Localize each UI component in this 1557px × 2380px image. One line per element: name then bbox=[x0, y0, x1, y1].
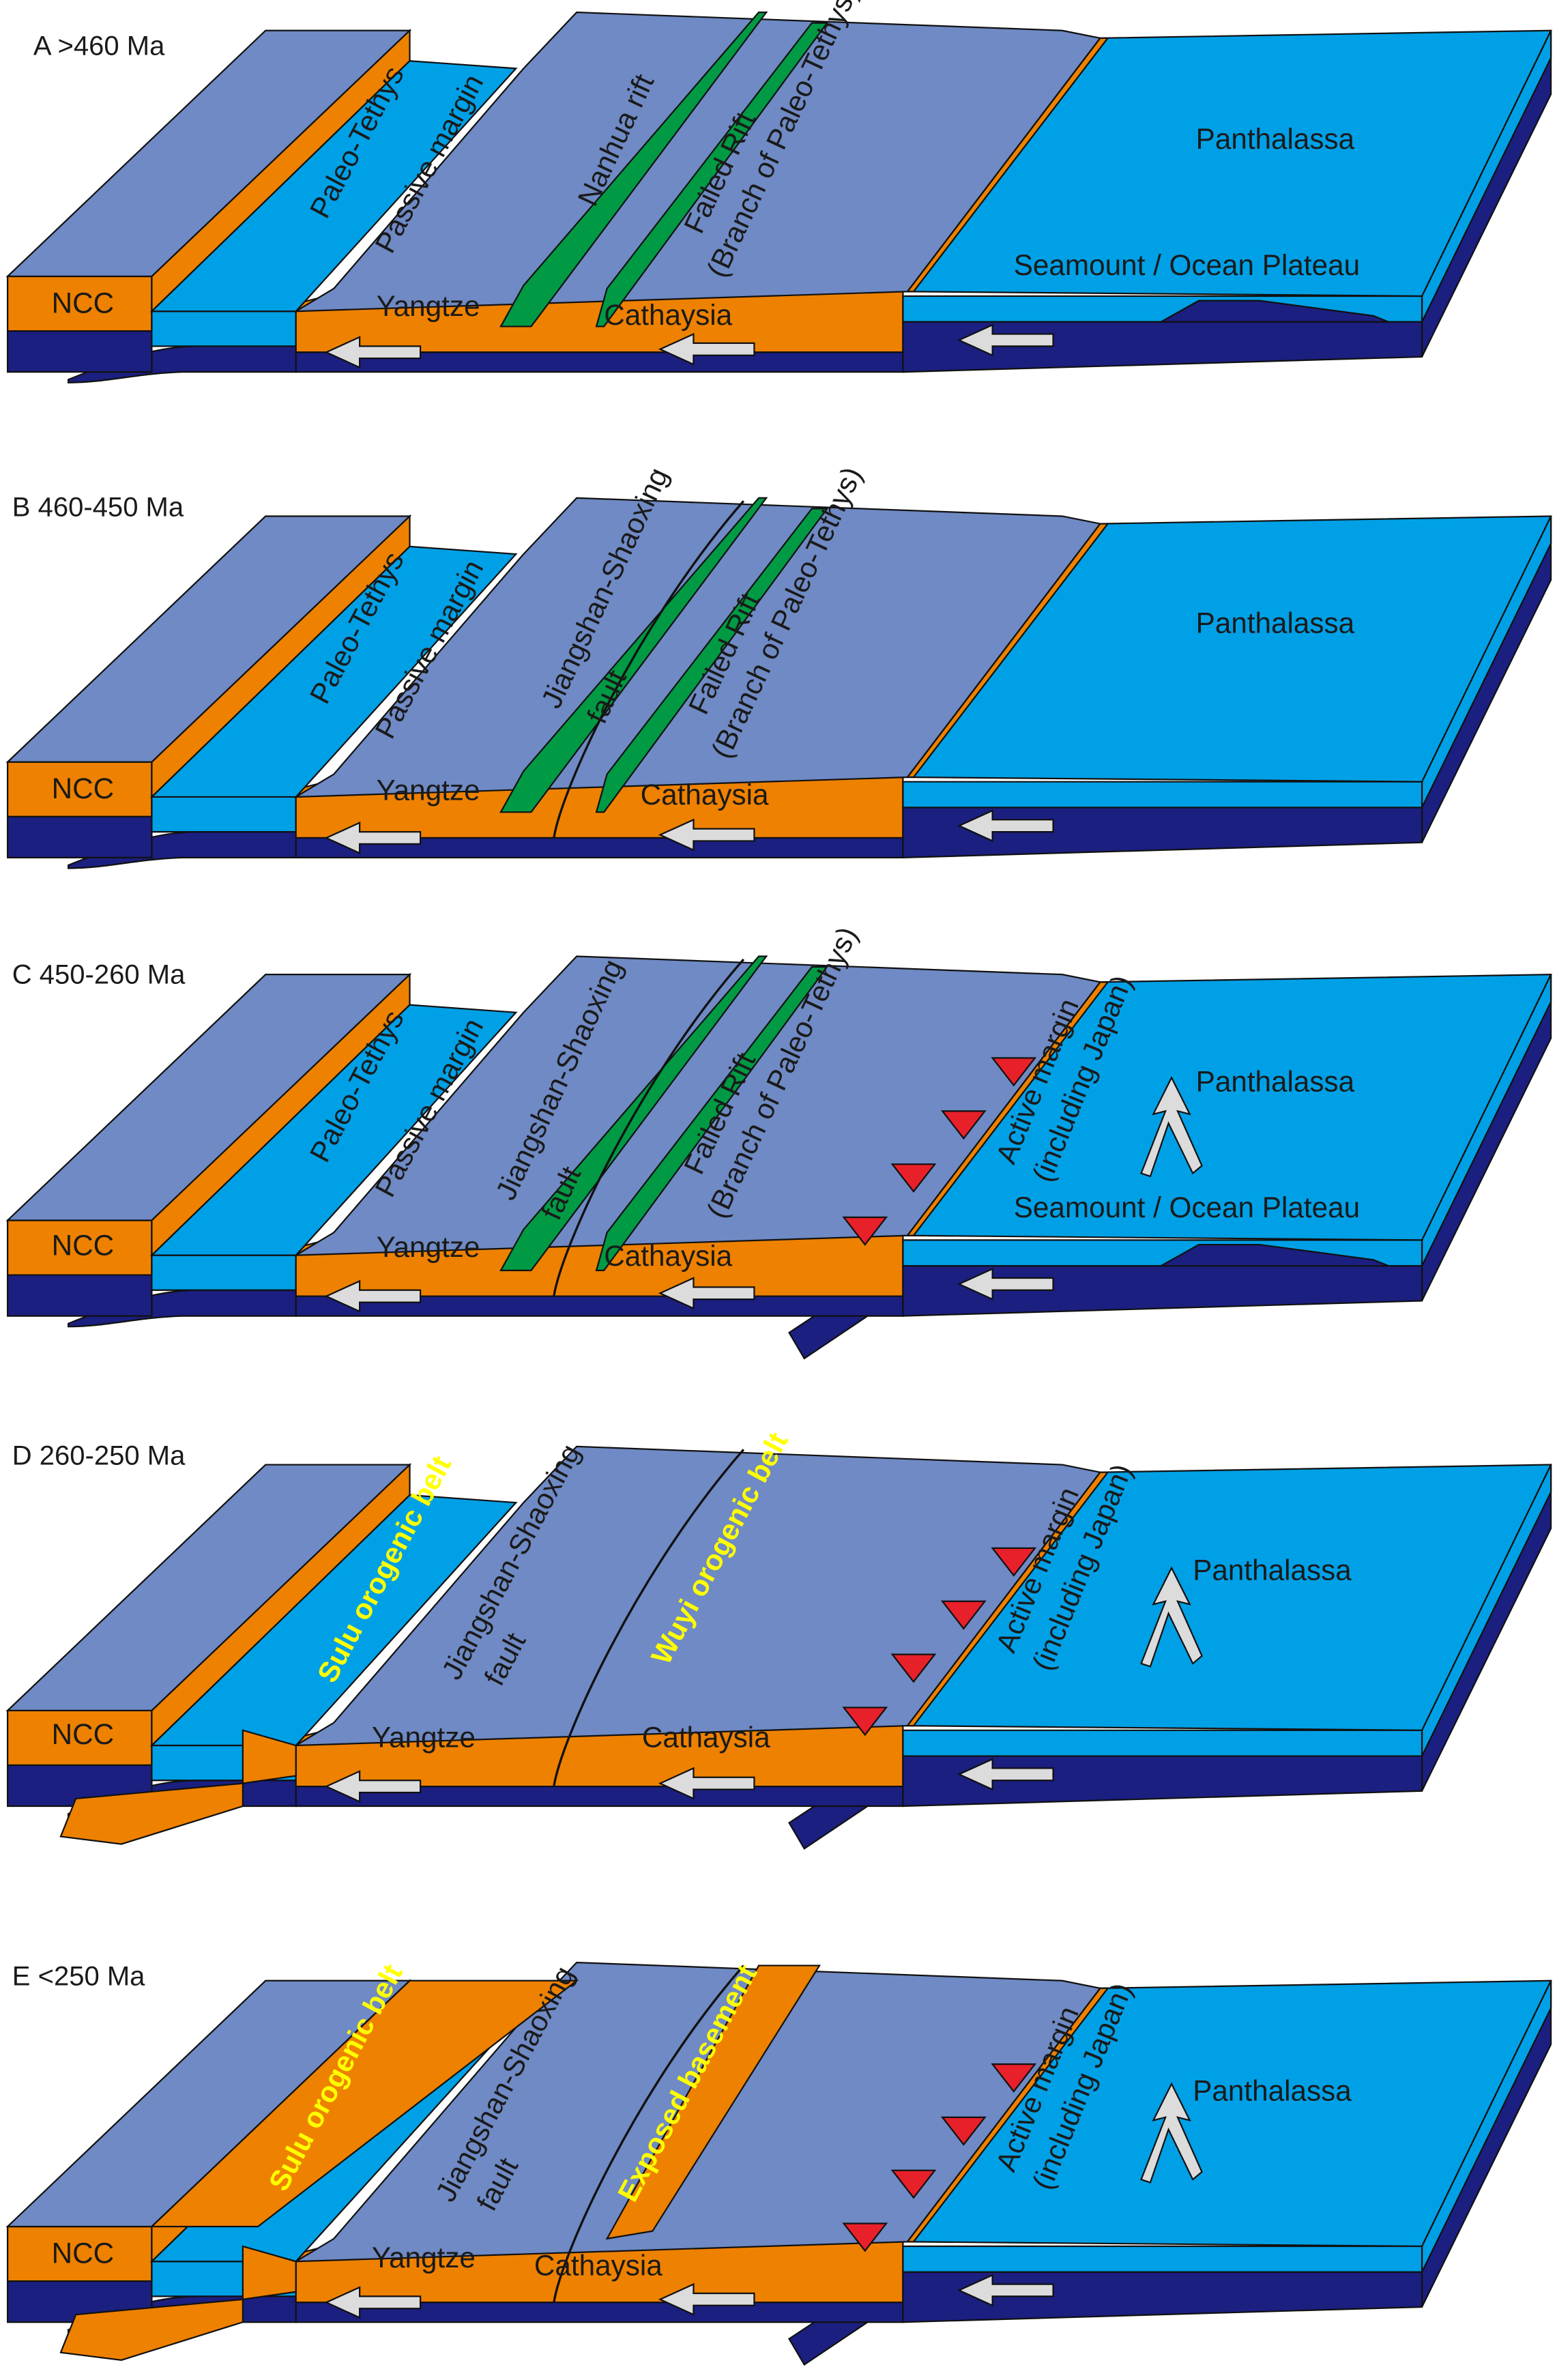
label-seamount: Seamount / Ocean Plateau bbox=[1014, 1191, 1360, 1223]
volcano-magma-chamber bbox=[890, 1163, 937, 1193]
volcano-magma-chamber bbox=[940, 1600, 987, 1630]
label-yangtze: Yangtze bbox=[372, 1721, 476, 1753]
block-panel-c bbox=[5, 955, 1552, 1360]
tethys-front bbox=[151, 796, 297, 833]
label-yangtze: Yangtze bbox=[372, 2241, 476, 2274]
jiangshan-shaoxing-fault bbox=[553, 1449, 745, 1787]
jiangshan-shaoxing-fault bbox=[553, 500, 745, 839]
label-panthalassa: Panthalassa bbox=[1193, 1554, 1352, 1586]
volcano-magma-chamber bbox=[842, 1707, 888, 1737]
plate-motion-arrow bbox=[324, 822, 422, 854]
label-yangtze: Yangtze bbox=[377, 290, 480, 322]
panthalassa-front bbox=[902, 1729, 1423, 1757]
sulu-crust-root bbox=[59, 1729, 297, 1845]
panthalassa-front bbox=[902, 2245, 1423, 2273]
margin-strip bbox=[905, 37, 1109, 293]
jiangshan-shaoxing-fault bbox=[553, 1964, 745, 2303]
oblique-convergence-arrow bbox=[1140, 1566, 1203, 1668]
plate-motion-arrow bbox=[658, 1277, 755, 1310]
volcano-magma-chamber bbox=[991, 2063, 1037, 2093]
volcano-magma-chamber bbox=[991, 1547, 1037, 1577]
volcano-magma-chamber bbox=[890, 1653, 937, 1683]
label-panthalassa: Panthalassa bbox=[1196, 123, 1355, 155]
label-panthalassa: Panthalassa bbox=[1193, 2075, 1352, 2107]
volcano-magma-chamber bbox=[940, 1110, 987, 1140]
paleo-tethys-top bbox=[149, 545, 518, 798]
oblique-convergence-arrow bbox=[1140, 2082, 1203, 2184]
margin-strip bbox=[905, 523, 1109, 779]
panel-title: E <250 Ma bbox=[12, 1961, 145, 1991]
block-panel-b bbox=[5, 497, 1552, 869]
label-seamount: Seamount / Ocean Plateau bbox=[1014, 249, 1360, 281]
paleo-tethys-top bbox=[149, 1004, 518, 1256]
label-cathaysia: Cathaysia bbox=[604, 1240, 732, 1272]
plate-motion-arrow bbox=[957, 2274, 1054, 2307]
failed-rift-zone bbox=[595, 966, 829, 1271]
plate-motion-arrow bbox=[957, 1267, 1054, 1301]
plate-motion-arrow bbox=[658, 1767, 755, 1800]
margin-strip bbox=[905, 1471, 1109, 1727]
label-ncc: NCC bbox=[52, 2237, 115, 2269]
plate-motion-arrow bbox=[957, 323, 1054, 357]
volcano-magma-chamber bbox=[842, 1216, 888, 1246]
exposed-basement bbox=[605, 1964, 821, 2240]
volcano-magma-chamber bbox=[890, 2169, 937, 2199]
sulu-belt-exposed bbox=[149, 1979, 579, 2228]
label-ncc: NCC bbox=[52, 1230, 115, 1262]
panel-title: D 260-250 Ma bbox=[12, 1441, 186, 1471]
label-cathaysia: Cathaysia bbox=[641, 779, 769, 811]
plate-motion-arrow bbox=[658, 2282, 755, 2316]
plate-motion-arrow bbox=[658, 818, 755, 852]
panel-title: B 460-450 Ma bbox=[12, 492, 184, 522]
plate-motion-arrow bbox=[957, 809, 1054, 843]
label-cathaysia: Cathaysia bbox=[642, 1721, 770, 1753]
margin-strip bbox=[905, 981, 1109, 1236]
label-yangtze: Yangtze bbox=[377, 1231, 480, 1263]
plate-motion-arrow bbox=[324, 1279, 422, 1313]
oblique-convergence-arrow bbox=[1140, 1075, 1203, 1178]
ncc-mantle-front bbox=[7, 330, 153, 373]
tethys-front bbox=[151, 1254, 297, 1291]
label-yangtze: Yangtze bbox=[377, 774, 480, 806]
failed-rift-zone bbox=[595, 508, 829, 813]
block-diagrams bbox=[5, 11, 1552, 2366]
jiangshan-shaoxing-fault bbox=[553, 958, 745, 1296]
label-panthalassa: Panthalassa bbox=[1196, 607, 1355, 639]
label-ncc: NCC bbox=[52, 772, 115, 804]
plate-motion-arrow bbox=[324, 336, 422, 369]
volcano-magma-chamber bbox=[940, 2116, 987, 2146]
volcano-magma-chamber bbox=[991, 1057, 1037, 1087]
block-panel-e bbox=[5, 1961, 1552, 2366]
tethys-front bbox=[151, 310, 297, 347]
ncc-mantle-front bbox=[7, 815, 153, 859]
label-cathaysia: Cathaysia bbox=[604, 299, 732, 331]
panthalassa-front bbox=[902, 781, 1423, 809]
label-panthalassa: Panthalassa bbox=[1196, 1065, 1355, 1097]
block-panel-d bbox=[5, 1445, 1552, 1850]
ncc-mantle-front bbox=[7, 1274, 153, 1317]
margin-strip bbox=[905, 1987, 1109, 2243]
seamount bbox=[1158, 1243, 1389, 1267]
plate-motion-arrow bbox=[324, 1770, 422, 1803]
sulu-crust-root bbox=[59, 2245, 297, 2361]
plate-motion-arrow bbox=[324, 2286, 422, 2319]
label-ncc: NCC bbox=[52, 1718, 115, 1750]
plate-motion-arrow bbox=[658, 332, 755, 366]
panel-title: A >460 Ma bbox=[33, 31, 165, 61]
failed-rift-zone bbox=[595, 22, 829, 328]
block-panel-a bbox=[5, 11, 1552, 383]
plate-motion-arrow bbox=[957, 1758, 1054, 1791]
label-cathaysia: Cathaysia bbox=[534, 2249, 663, 2281]
panel-title: C 450-260 Ma bbox=[12, 960, 186, 990]
paleo-tethys-top bbox=[149, 60, 518, 313]
nanhua-rift-zone bbox=[499, 11, 768, 328]
label-ncc: NCC bbox=[52, 287, 115, 319]
volcano-magma-chamber bbox=[842, 2222, 888, 2252]
seamount bbox=[1158, 300, 1389, 323]
